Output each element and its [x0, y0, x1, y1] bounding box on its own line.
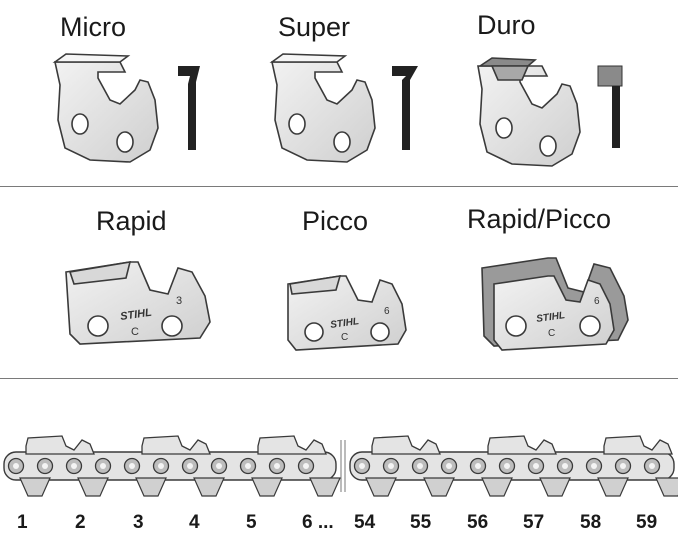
divider-bottom — [0, 378, 678, 379]
super-cutter — [269, 53, 376, 163]
picco-stamp-letter: C — [341, 332, 348, 343]
seq-label-3: 3 — [133, 512, 144, 533]
label-micro: Micro — [60, 12, 126, 42]
seq-label-56: 56 — [467, 512, 489, 533]
label-super: Super — [278, 12, 351, 42]
label-duro: Duro — [477, 10, 536, 40]
chain-cutter — [487, 435, 557, 455]
chain-rivet-center — [274, 463, 280, 469]
chain-drive-link — [135, 477, 167, 497]
rapid-cutter — [65, 261, 211, 345]
seq-label-57: 57 — [523, 512, 545, 533]
chain-drive-link — [539, 477, 571, 497]
seq-label-4: 4 — [189, 512, 200, 533]
chain-rivet-center — [216, 463, 222, 469]
duro-profile — [597, 65, 623, 148]
chain-rivet-center — [158, 463, 164, 469]
rapid-stamp-number: 3 — [176, 295, 182, 307]
picco-stamp-number: 6 — [384, 306, 390, 317]
chain-drive-link — [251, 477, 283, 497]
seq-label-5: 5 — [246, 512, 257, 533]
seq-label-55: 55 — [410, 512, 432, 533]
super-profile — [392, 66, 418, 150]
chain-rivet-center — [417, 463, 423, 469]
chain-cutter — [603, 435, 673, 455]
chain-drive-link — [655, 477, 678, 497]
chain-cutter — [371, 435, 441, 455]
label-rapid: Rapid — [96, 206, 167, 236]
rapid-picco-stamp-brand: STIHL — [536, 310, 566, 325]
chain-rivet-center — [100, 463, 106, 469]
seq-label-1: 1 — [17, 512, 28, 533]
chain-rivet-center — [533, 463, 539, 469]
chain-rivet-center — [649, 463, 655, 469]
rapid-picco-stamp-letter: C — [548, 328, 555, 339]
seq-label-54: 54 — [354, 512, 376, 533]
rapid-picco-stamp-number: 6 — [594, 296, 600, 307]
label-rapid-picco: Rapid/Picco — [467, 204, 612, 234]
chain-rivet-center — [446, 463, 452, 469]
rapid-stamp-letter: C — [131, 326, 139, 338]
chain-cutter — [141, 435, 211, 455]
chain-drive-link — [423, 477, 455, 497]
micro-profile — [178, 66, 200, 150]
chain-cutter — [257, 435, 327, 455]
chain-drive-link — [309, 477, 341, 497]
chain-rivet-center — [475, 463, 481, 469]
chain-rivet-center — [303, 463, 309, 469]
chain-rivet-center — [562, 463, 568, 469]
chain-drive-link — [19, 477, 51, 497]
chain-drive-link — [597, 477, 629, 497]
picco-stamp-brand: STIHL — [330, 316, 360, 331]
rapid-stamp-brand: STIHL — [119, 307, 152, 323]
chain-rivet-center — [245, 463, 251, 469]
chain-rivet-center — [71, 463, 77, 469]
picco-cutter — [287, 275, 407, 351]
chain-drive-link — [481, 477, 513, 497]
seq-label-58: 58 — [580, 512, 602, 533]
micro-cutter — [52, 53, 159, 163]
chain-drive-link — [193, 477, 225, 497]
seq-label-59: 59 — [636, 512, 658, 533]
chain-drive-link — [365, 477, 397, 497]
chain-rivet-center — [591, 463, 597, 469]
seq-label-6: 6 ... — [302, 512, 334, 533]
chain-band-left — [3, 451, 337, 481]
chain-rivet-center — [129, 463, 135, 469]
duro-cutter — [477, 57, 581, 167]
chain-rivet-center — [13, 463, 19, 469]
chain-rivet-center — [187, 463, 193, 469]
label-picco: Picco — [302, 206, 369, 236]
rapid-picco-cutter — [481, 257, 629, 351]
chain-rivet-center — [388, 463, 394, 469]
seq-label-2: 2 — [75, 512, 86, 533]
chain-rivet-center — [42, 463, 48, 469]
chain-rivet-center — [620, 463, 626, 469]
chain-drive-link — [77, 477, 109, 497]
chain-cutter — [25, 435, 95, 455]
chain-rivet-center — [359, 463, 365, 469]
chain-rivet-center — [504, 463, 510, 469]
divider-top — [0, 186, 678, 187]
